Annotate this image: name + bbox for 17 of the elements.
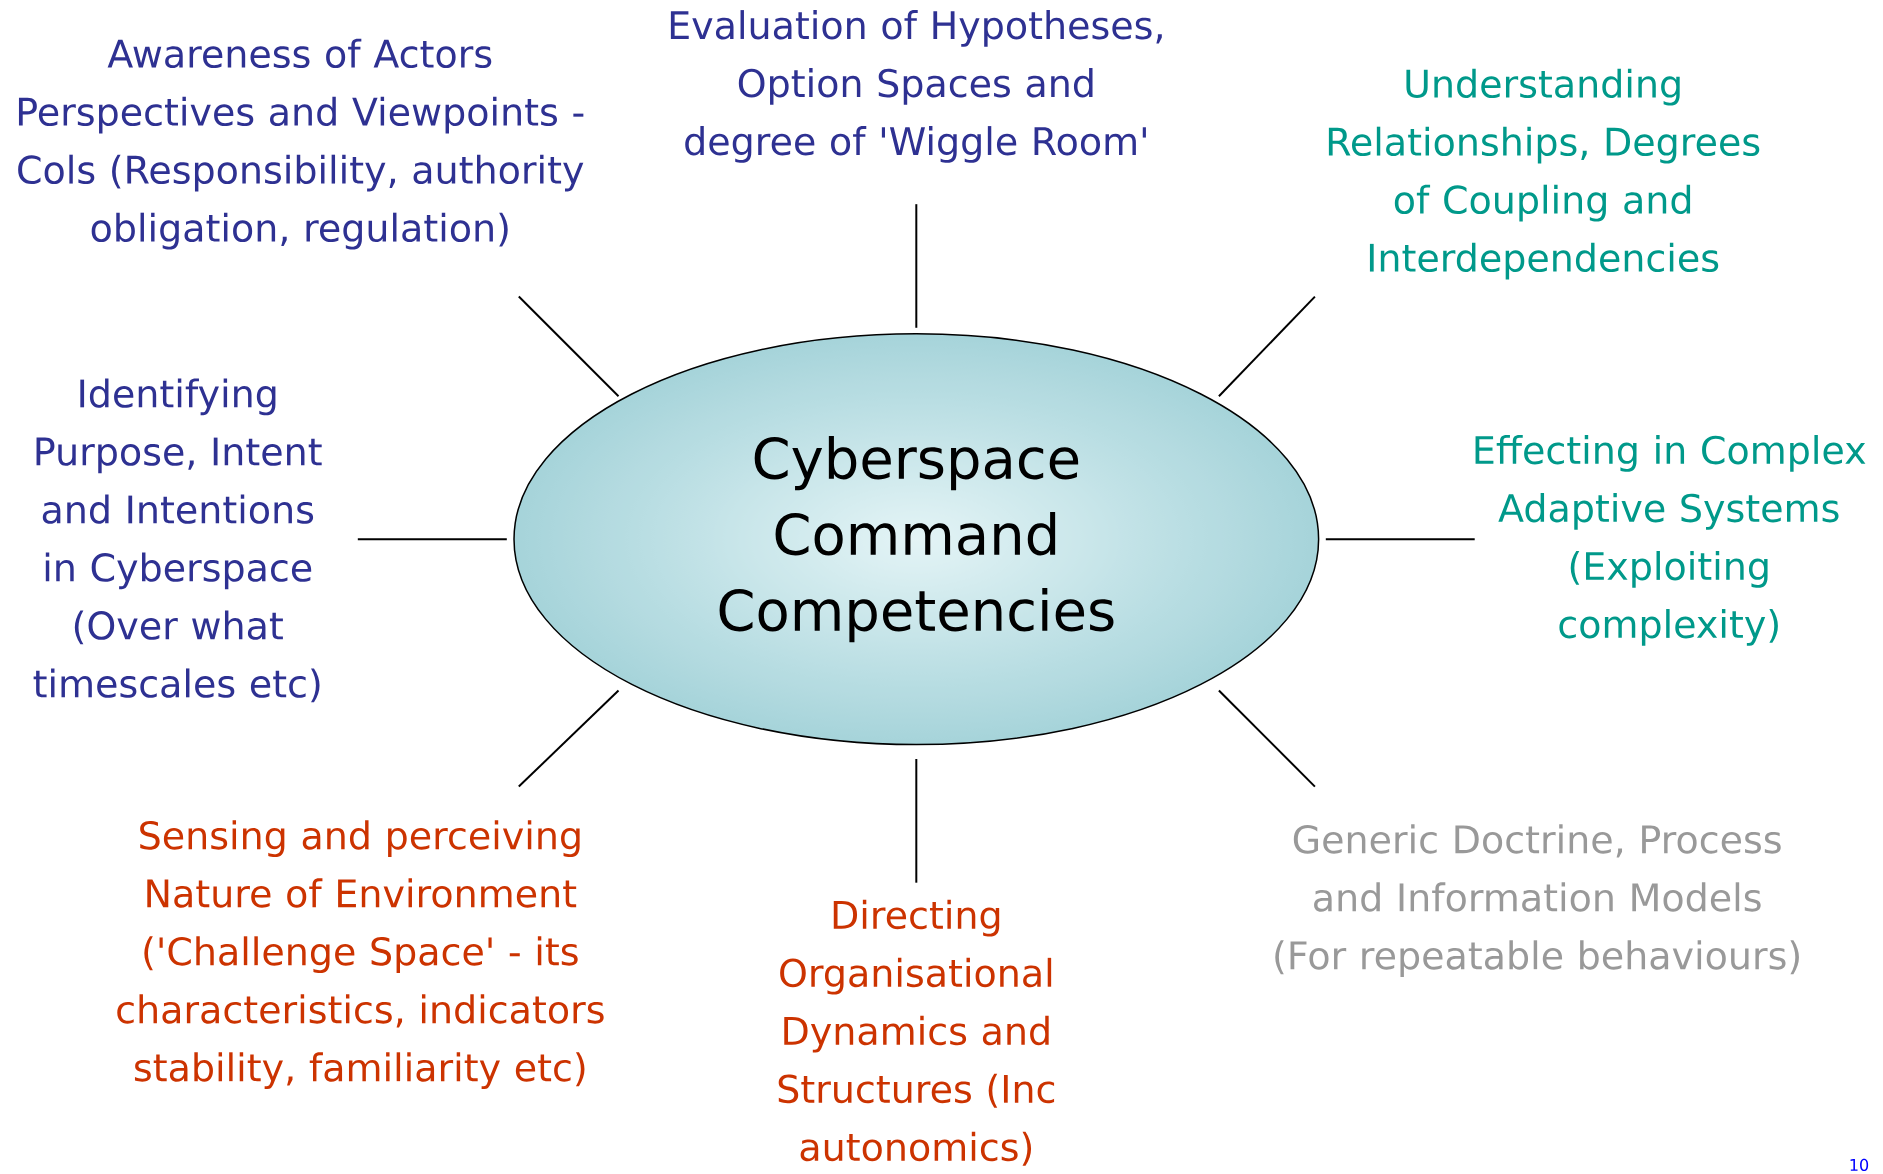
text-label: Sensing and perceiving Nature of Environment ('Challenge Space' - its characteristics, indicators stability, familiarity etc) bbox=[117, 820, 604, 1090]
text-label: Understanding Relationships, Degrees of Coupling and Interdependencies bbox=[1328, 68, 1760, 280]
connector-line bbox=[915, 758, 918, 884]
connector-line bbox=[1217, 295, 1316, 398]
text-label: Directing Organisational Dynamics and Structures (Inc autonomics) bbox=[778, 899, 1055, 1166]
text-label: Evaluation of Hypotheses, Option Spaces and degree of 'Wiggle Room' bbox=[670, 10, 1162, 163]
text-label: Effecting in Complex Adaptive Systems (Exploiting complexity) bbox=[1475, 435, 1866, 646]
connector-line bbox=[517, 295, 620, 398]
page-number: 10 bbox=[1850, 1158, 1869, 1171]
connector-line bbox=[517, 689, 620, 788]
text-label: Identifying Purpose, Intent and Intentions in Cyberspace (Over what timescales etc) bbox=[33, 378, 322, 703]
connector-line bbox=[1217, 689, 1316, 788]
connector-line bbox=[915, 203, 918, 329]
text-label: Awareness of Actors Perspectives and Viewpoints - Cols (Responsibility, authority obligation, regulation) bbox=[18, 38, 584, 250]
connector-line bbox=[356, 538, 508, 541]
text-label: Generic Doctrine, Process and Information Models (For repeatable behaviours) bbox=[1275, 824, 1799, 978]
connector-line bbox=[1324, 538, 1476, 541]
